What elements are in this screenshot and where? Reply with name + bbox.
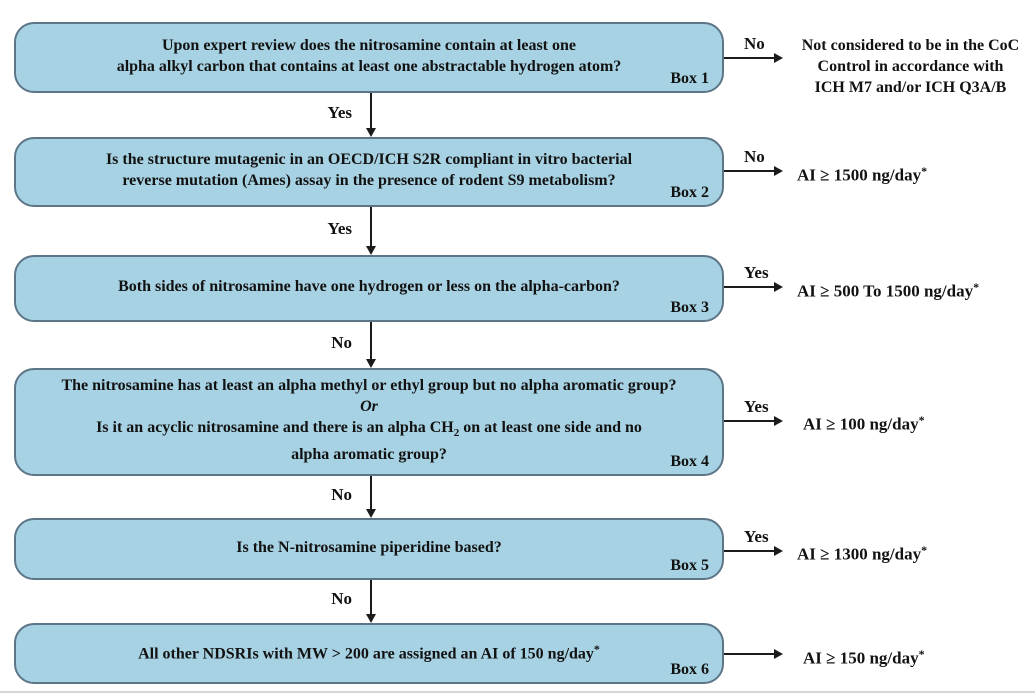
arrow-down-box5-to-box6 (366, 580, 376, 623)
box-2-text-line-2: reverse mutation (Ames) assay in the pre… (122, 172, 616, 189)
box-4-text-line-3: Is it an acyclic nitrosamine and there i… (96, 417, 642, 444)
flow-box-3: Both sides of nitrosamine have one hydro… (14, 255, 724, 322)
arrow-down-head-1 (366, 128, 376, 137)
box-1-label: Box 1 (670, 70, 709, 87)
down-label-3: No (331, 333, 352, 352)
flow-box-6: All other NDSRIs with MW > 200 are assig… (14, 623, 724, 684)
arrow-down-box4-to-box5 (366, 476, 376, 518)
box-1-text-line-2: alpha alkyl carbon that contains at leas… (116, 57, 622, 75)
result-box6-text: AI ≥ 150 ng/day (803, 648, 919, 668)
flow-box-1: Upon expert review does the nitrosamine … (14, 22, 724, 93)
box-6-label: Box 6 (670, 661, 709, 678)
arrow-down-head-3 (366, 359, 376, 368)
branch-label-1: No (744, 34, 765, 53)
arrow-right-box2 (724, 166, 783, 176)
box-2-label: Box 2 (670, 184, 709, 201)
arrow-down-head-4 (366, 509, 376, 518)
result-box3: AI ≥ 500 To 1500 ng/day* (797, 276, 979, 302)
flow-box-4: The nitrosamine has at least an alpha me… (14, 368, 724, 476)
box-6-line-1-pre: All other NDSRIs with MW > 200 are assig… (138, 645, 594, 663)
arrow-right-head-1 (774, 53, 783, 63)
result-box5: AI ≥ 1300 ng/day* (797, 539, 927, 565)
arrow-right-head-2 (774, 166, 783, 176)
result-box4-text: AI ≥ 100 ng/day (803, 414, 919, 434)
arrow-down-head-2 (366, 246, 376, 255)
box-5-text-line-1: Is the N-nitrosamine piperidine based? (236, 538, 502, 556)
arrow-right-box1 (724, 53, 783, 63)
box-4-label: Box 4 (670, 453, 709, 470)
box-4-line-3-pre: Is it an acyclic nitrosamine and there i… (96, 418, 454, 436)
result-box1-line-1: Not considered to be in the CoC (801, 37, 1020, 54)
box-6-line-1-asterisk: * (593, 642, 600, 657)
flow-box-5: Is the N-nitrosamine piperidine based? B… (14, 518, 724, 580)
box-2-text-line-1: Is the structure mutagenic in an OECD/IC… (105, 151, 633, 168)
box-4-text-line-4: alpha aromatic group? (291, 446, 447, 464)
result-box2-text: AI ≥ 1500 ng/day (797, 165, 922, 185)
result-box1: Not considered to be in the CoC Control … (786, 35, 1035, 98)
arrow-right-box6 (724, 649, 783, 659)
flow-box-2: Is the structure mutagenic in an OECD/IC… (14, 137, 724, 207)
arrow-down-head-5 (366, 614, 376, 623)
result-box5-asterisk: * (921, 543, 928, 557)
arrow-down-box3-to-box4 (366, 322, 376, 368)
box-3-text-line-1: Both sides of nitrosamine have one hydro… (118, 278, 620, 295)
box-1-text-line-1: Upon expert review does the nitrosamine … (161, 36, 577, 54)
branch-label-2: No (744, 147, 765, 166)
result-box6: AI ≥ 150 ng/day* (803, 643, 925, 669)
result-box2-asterisk: * (921, 164, 928, 178)
down-label-4: No (331, 485, 352, 504)
box-3-label: Box 3 (670, 299, 709, 316)
box-6-text-line-1: All other NDSRIs with MW > 200 are assig… (138, 638, 600, 664)
down-label-5: No (331, 589, 352, 608)
arrow-right-head-6 (774, 649, 783, 659)
arrow-right-box3 (724, 282, 783, 292)
box-5-label: Box 5 (670, 557, 709, 574)
box-4-text-line-2: Or (360, 397, 378, 415)
result-box1-line-2: Control in accordance with (817, 58, 1004, 75)
result-box6-asterisk: * (918, 647, 925, 661)
result-box1-line-3: ICH M7 and/or ICH Q3A/B (814, 79, 1007, 96)
box-4-text-line-1: The nitrosamine has at least an alpha me… (61, 376, 677, 394)
result-box5-text: AI ≥ 1300 ng/day (797, 544, 922, 564)
box-4-line-3-post: on at least one side and no (459, 418, 642, 436)
arrow-right-head-4 (774, 416, 783, 426)
arrow-right-box4 (724, 416, 783, 426)
box-4-line-3-subscript: 2 (453, 427, 460, 440)
arrow-right-head-3 (774, 282, 783, 292)
branch-label-5: Yes (744, 527, 769, 546)
result-box4-asterisk: * (918, 413, 925, 427)
result-box4: AI ≥ 100 ng/day* (803, 409, 925, 435)
arrow-down-box1-to-box2 (366, 93, 376, 137)
result-box3-asterisk: * (973, 280, 980, 294)
arrow-right-head-5 (774, 546, 783, 556)
result-box2: AI ≥ 1500 ng/day* (797, 160, 927, 186)
down-label-2: Yes (327, 219, 352, 238)
branch-label-4: Yes (744, 397, 769, 416)
result-box3-text: AI ≥ 500 To 1500 ng/day (797, 281, 974, 301)
arrow-down-box2-to-box3 (366, 207, 376, 255)
down-label-1: Yes (327, 103, 352, 122)
arrow-right-box5 (724, 546, 783, 556)
branch-label-3: Yes (744, 263, 769, 282)
